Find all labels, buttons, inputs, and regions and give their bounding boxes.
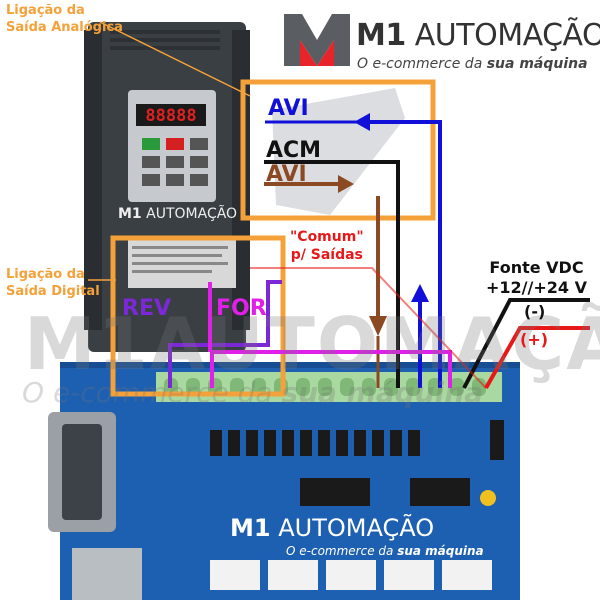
board-logo-tagline: O e-commerce da sua máquina — [286, 544, 484, 558]
digital-output-label: Ligação da Saída Digital — [6, 267, 100, 299]
black-wire-acm — [264, 160, 400, 388]
analog-leader-line — [99, 21, 251, 97]
blue-wire-avi — [368, 120, 442, 388]
for-label: FOR — [216, 296, 267, 321]
brand-tagline-emph: sua máquina — [486, 56, 588, 72]
negative-label: (-) — [524, 302, 546, 321]
vfd-run-key — [142, 138, 160, 150]
vfd-stop-key — [166, 138, 184, 150]
positive-label: (+) — [520, 330, 549, 349]
avi-brown-label: AVI — [266, 162, 307, 187]
purple-wire-rev — [168, 280, 282, 388]
power-supply-label: Fonte VDC +12//+24 V — [486, 258, 587, 297]
common-label: "Comum" p/ Saídas — [290, 229, 364, 263]
vfd-logo: M1 AUTOMAÇÃO — [118, 206, 238, 222]
acm-label: ACM — [266, 138, 322, 163]
brand-name: M1 AUTOMAÇÃO — [356, 18, 600, 53]
red-common-wire — [250, 267, 487, 389]
brown-arrow-down — [369, 316, 387, 336]
brand-logo — [282, 10, 352, 68]
analog-output-label: Ligação da Saída Analógica — [6, 3, 123, 35]
red-wire-positive — [484, 326, 590, 389]
analog-output-box — [240, 79, 436, 221]
vfd-display: 88888 — [145, 106, 196, 126]
brand-tagline: O e-commerce da sua máquina — [357, 56, 588, 72]
blue-arrow-left — [354, 113, 370, 131]
avi-blue-label: AVI — [268, 96, 309, 121]
brand-mark-icon — [284, 14, 350, 66]
brown-arrow-right — [338, 175, 354, 193]
brand-tagline-prefix: O e-commerce da — [357, 56, 487, 72]
magenta-wire-for — [210, 350, 452, 388]
rev-label: REV — [122, 296, 171, 321]
controller-board — [48, 362, 520, 600]
vfd-inverter: 88888 — [84, 22, 250, 352]
board-logo: M1 AUTOMAÇÃO — [230, 514, 435, 542]
watermark-tagline: O e-commerce da sua máquina — [22, 376, 484, 409]
digital-output-box — [110, 235, 286, 397]
brand-name-bold: M1 — [356, 18, 406, 53]
brand-name-rest: AUTOMAÇÃO — [414, 18, 600, 53]
black-wire-negative — [462, 298, 590, 389]
blue-arrow-up — [411, 284, 429, 302]
